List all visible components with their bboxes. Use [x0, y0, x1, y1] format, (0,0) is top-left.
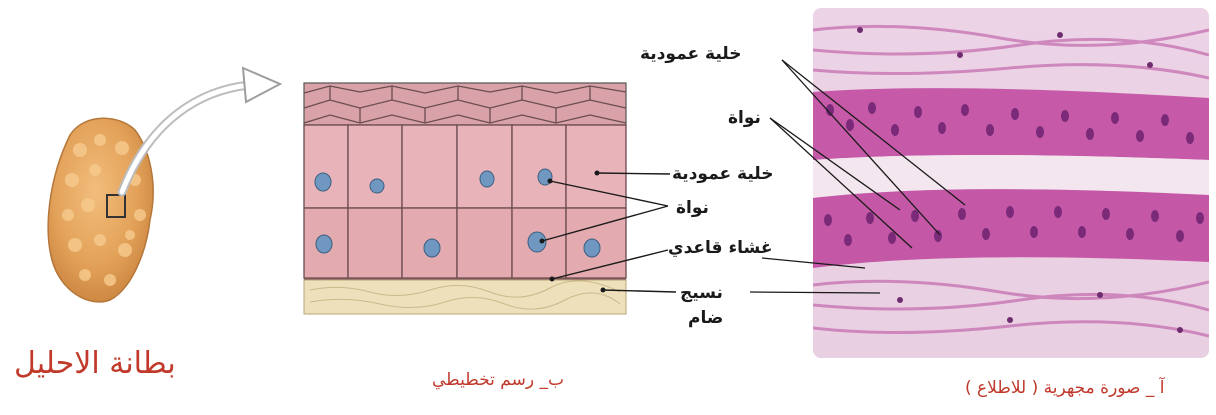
- diagram-label-connective-2: ضام: [688, 308, 723, 328]
- micrograph-label-columnar-cell: خلية عمودية: [640, 44, 741, 64]
- diagram-label-columnar-cell: خلية عمودية: [672, 164, 773, 184]
- diagram-label-basement-membrane: غشاء قاعدي: [668, 238, 772, 258]
- diagram-label-nucleus: نواة: [676, 198, 709, 218]
- micrograph-caption: آ _ صورة مجهرية ( للاطلاع ): [965, 378, 1165, 398]
- diagram-caption: ب_ رسم تخطيطي: [432, 370, 564, 390]
- organ-title: بطانة الاحليل: [14, 346, 176, 381]
- epithelium-upper: [813, 88, 1209, 160]
- micrograph-label-nucleus: نواة: [728, 108, 761, 128]
- diagram-label-connective-1: نسيج: [680, 283, 723, 303]
- epithelium-lower: [813, 189, 1209, 268]
